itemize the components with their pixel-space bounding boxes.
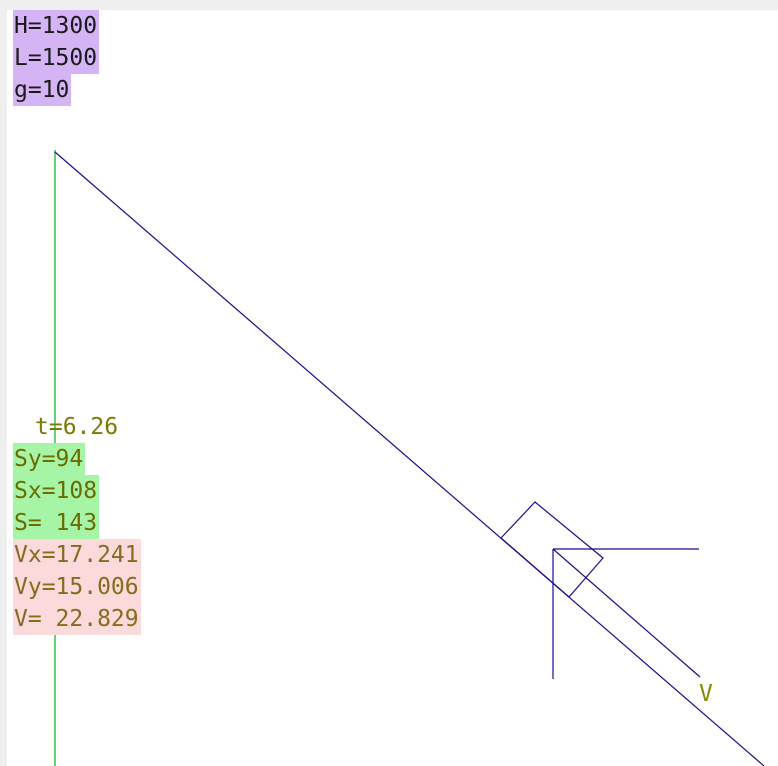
displacement-y-readout: Sy=94 <box>13 443 86 475</box>
gravity-parameter: g=10 <box>13 74 72 106</box>
sliding-block <box>500 501 604 598</box>
velocity-x-readout: Vx=17.241 <box>13 539 141 571</box>
time-readout: t=6.26 <box>35 414 119 440</box>
displacement-total-readout: S= 143 <box>13 507 100 539</box>
inclined-plane-line <box>54 151 765 766</box>
height-parameter: H=1300 <box>13 10 100 42</box>
velocity-vector-label: V <box>699 681 713 707</box>
length-parameter: L=1500 <box>13 42 100 74</box>
velocity-total-readout: V= 22.829 <box>13 603 141 635</box>
velocity-y-readout: Vy=15.006 <box>13 571 141 603</box>
displacement-x-readout: Sx=108 <box>13 475 100 507</box>
window-top-edge <box>0 0 778 10</box>
window-left-edge <box>0 0 7 766</box>
resultant-velocity-vector <box>552 548 701 678</box>
